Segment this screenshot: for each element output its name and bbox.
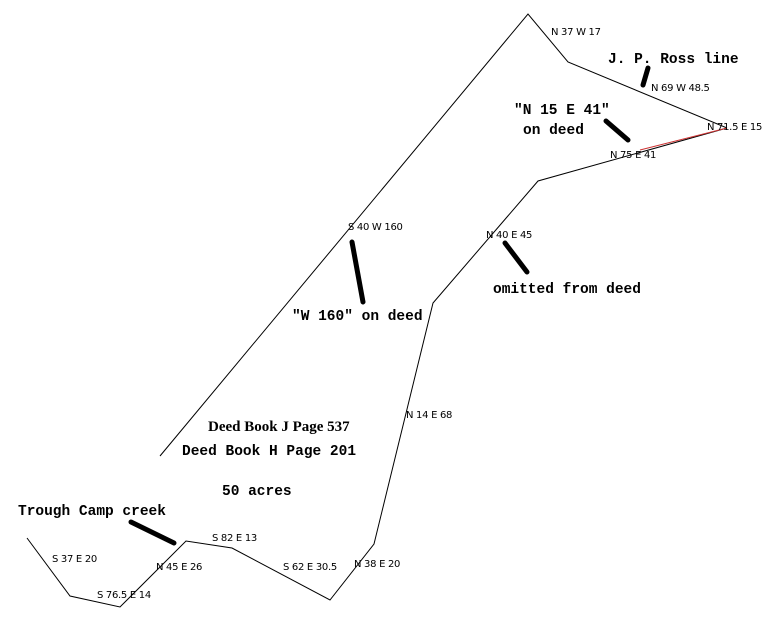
pointer-creek: [128, 519, 177, 546]
note-omitted: omitted from deed: [493, 282, 641, 298]
note-deed-j: Deed Book J Page 537: [208, 419, 350, 435]
call-n75e41: N 75 E 41: [610, 150, 656, 161]
call-n38e20: N 38 E 20: [354, 559, 400, 570]
note-creek: Trough Camp creek: [18, 504, 166, 520]
pointer-w160: [349, 239, 366, 305]
note-w160: "W 160" on deed: [292, 309, 423, 325]
note-acres: 50 acres: [222, 484, 292, 500]
note-n15-line2: on deed: [523, 123, 584, 139]
note-ross-line: J. P. Ross line: [608, 52, 739, 68]
call-n69w485: N 69 W 48.5: [651, 83, 710, 94]
boundary-lower: [26, 127, 728, 608]
call-n45e26: N 45 E 26: [156, 562, 202, 573]
boundary-upper: [159, 13, 728, 457]
pointer-n15: [603, 118, 631, 143]
call-s82e13: S 82 E 13: [212, 533, 257, 544]
call-n40e45: N 40 E 45: [486, 230, 532, 241]
call-s765e14: S 76.5 E 14: [97, 590, 151, 601]
note-n15-line1: "N 15 E 41": [514, 103, 610, 119]
pointer-omitted: [502, 240, 530, 275]
call-s62e305: S 62 E 30.5: [283, 562, 337, 573]
call-s37e20: S 37 E 20: [52, 554, 97, 565]
note-deed-h: Deed Book H Page 201: [182, 444, 356, 460]
call-n715e15: N 71.5 E 15: [707, 122, 762, 133]
call-s40w160: S 40 W 160: [348, 222, 403, 233]
pointer-ross: [640, 65, 651, 88]
call-n14e68: N 14 E 68: [406, 410, 452, 421]
call-n37w17: N 37 W 17: [551, 27, 601, 38]
ross-red-segment: [639, 127, 728, 151]
